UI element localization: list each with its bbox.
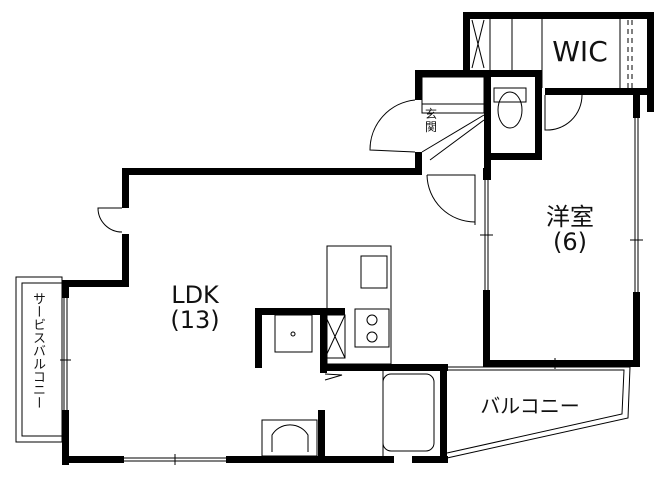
room-label-entrance: 玄関 — [424, 107, 437, 135]
room-label-ldk: LDK (13) — [140, 281, 250, 335]
western-room-size: (6) — [553, 228, 587, 257]
room-label-western-room: 洋室 (6) — [520, 203, 620, 257]
western-room-name: 洋室 — [546, 203, 594, 231]
room-label-wic: WIC — [552, 35, 608, 68]
ldk-size: (13) — [170, 306, 220, 335]
thin-lines — [15, 19, 643, 465]
walls — [62, 12, 654, 465]
room-label-balcony: バルコニー — [480, 394, 580, 418]
ldk-name: LDK — [171, 281, 219, 309]
room-label-service-balcony: サービスバルコニー — [30, 292, 45, 409]
